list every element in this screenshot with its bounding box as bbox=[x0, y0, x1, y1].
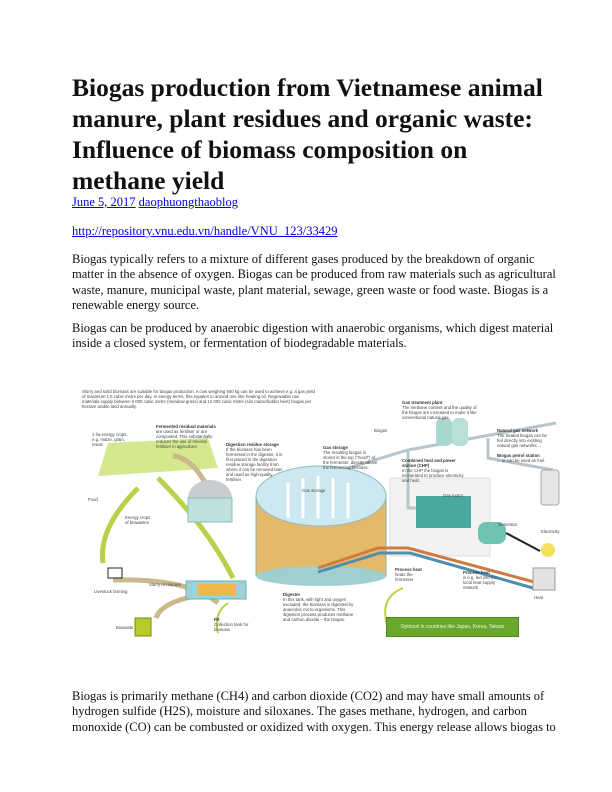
petrol-pump bbox=[540, 469, 560, 506]
article-title: Biogas production from Vietnamese animal… bbox=[72, 73, 543, 195]
crop-field bbox=[98, 438, 218, 476]
countries-banner: Optional in countries like Japan, Korea,… bbox=[386, 617, 519, 637]
label-text: If the biomass has been fermented in the… bbox=[226, 447, 283, 482]
treatment-cylinder bbox=[436, 418, 452, 446]
chp-pipe bbox=[406, 450, 418, 510]
treatment-cylinder bbox=[452, 418, 468, 446]
radiator bbox=[532, 567, 556, 591]
author-link[interactable]: daophuongthaoblog bbox=[138, 195, 238, 209]
label-title: Natural gas network bbox=[497, 428, 539, 433]
biogas-process-diagram: Slurry and solid biomass are suitable fo… bbox=[78, 378, 572, 670]
chp-label: Combined heat and power station (CHP)In … bbox=[402, 458, 467, 483]
arrow-food bbox=[99, 486, 140, 564]
line: renewable energy source. bbox=[72, 297, 200, 312]
label-text: In this tank, with light and oxygen excl… bbox=[283, 597, 354, 622]
label-text: In the CHP the biogas is incinerated to … bbox=[402, 468, 464, 483]
label-text: Collection tank for biomass bbox=[214, 622, 249, 632]
electricity-label: Electricity bbox=[541, 529, 560, 534]
line: Biogas is primarily methane (CH4) and ca… bbox=[72, 689, 545, 703]
cow bbox=[107, 567, 123, 579]
food-label: Food bbox=[88, 497, 98, 502]
diagram-illustration bbox=[98, 418, 560, 637]
label-title: Pit bbox=[214, 617, 220, 622]
gas-storage-inner-label: Gas storage bbox=[302, 488, 326, 493]
generator-label: Generator bbox=[498, 522, 518, 527]
label-text: ... or can be used as fuel. bbox=[497, 458, 546, 463]
generator-unit bbox=[478, 522, 506, 544]
biowaste-bin bbox=[134, 617, 152, 637]
line: Biogas can be produced by anaerobic dige… bbox=[72, 321, 554, 335]
label-title: Digestion residue storage bbox=[226, 442, 279, 447]
label-title: Process heat bbox=[395, 567, 422, 572]
biowaste-label: Biowaste bbox=[116, 625, 134, 630]
line: inside a closed system, or fermentation … bbox=[72, 336, 407, 351]
pit-biomass bbox=[198, 584, 236, 596]
label-title: Biogas petrol station bbox=[497, 453, 540, 458]
paragraph-2: Biogas can be produced by anaerobic dige… bbox=[72, 321, 553, 352]
line: Biogas typically refers to a mixture of … bbox=[72, 252, 535, 266]
post-meta: June 5, 2017 daophuongthaoblog bbox=[72, 195, 238, 210]
line: waste, manure, municipal waste, plant ma… bbox=[72, 282, 549, 297]
label-title: Process heat bbox=[463, 570, 490, 575]
label-text: The resulting biogas is stored in the to… bbox=[323, 450, 378, 470]
label-title: Gas treatment plant bbox=[402, 400, 443, 405]
banner-arrow bbox=[215, 602, 229, 634]
gas-motor bbox=[416, 496, 471, 528]
heat-pipe-hot bbox=[317, 546, 539, 585]
biogas-label: Biogas bbox=[374, 428, 388, 433]
label-title: Fermented residual materials bbox=[156, 424, 216, 429]
source-link[interactable]: http://repository.vnu.edu.vn/handle/VNU_… bbox=[72, 224, 338, 238]
label-title: Digester bbox=[283, 592, 301, 597]
energy-crops-label: Energy crops of biowastes bbox=[125, 515, 151, 525]
gas-motor-label: Gas motor bbox=[443, 493, 464, 498]
label-title: Combined heat and power station (CHP) bbox=[402, 458, 456, 468]
heat-label: Heat bbox=[534, 595, 544, 600]
digester-base bbox=[256, 566, 386, 586]
line: matter in the absence of oxygen. Biogas … bbox=[72, 267, 556, 282]
label-title: Gas storage bbox=[323, 445, 348, 450]
label-text: heats the fermenter bbox=[395, 572, 414, 582]
line: monoxide (CO) can be combusted or oxidiz… bbox=[72, 719, 556, 734]
label-text: is e.g. fed into the local heat supply n… bbox=[463, 575, 497, 590]
label-text: The treated biogas can be fed directly i… bbox=[497, 433, 547, 448]
label-text: The methane content and the quality of t… bbox=[402, 405, 477, 420]
paragraph-1: Biogas typically refers to a mixture of … bbox=[72, 252, 556, 313]
arrow-crops bbox=[156, 476, 236, 580]
post-date-link[interactable]: June 5, 2017 bbox=[72, 195, 136, 209]
heat-pipe-cold bbox=[317, 551, 534, 590]
light-bulb bbox=[541, 543, 555, 557]
paragraph-3: Biogas is primarily methane (CH4) and ca… bbox=[72, 689, 556, 735]
intro-caption: Slurry and solid biomass are suitable fo… bbox=[82, 389, 315, 409]
petrol-label: Biogas petrol station... or can be used … bbox=[497, 453, 557, 463]
residue-tank bbox=[187, 497, 233, 523]
gas-arrows bbox=[286, 476, 350, 518]
petrol-pipe bbox=[486, 438, 554, 472]
slurry-label: Slurry or manure bbox=[149, 582, 181, 587]
label-text: are used as fertiliser or are composted.… bbox=[156, 429, 213, 449]
line: hydrogen sulfide (H2S), moisture and sil… bbox=[72, 704, 527, 719]
crops-label: 1 ha energy crops, e.g. maize, grain, re… bbox=[92, 432, 128, 447]
livestock-label: Livestock farming bbox=[94, 589, 128, 594]
power-cable bbox=[505, 532, 541, 552]
